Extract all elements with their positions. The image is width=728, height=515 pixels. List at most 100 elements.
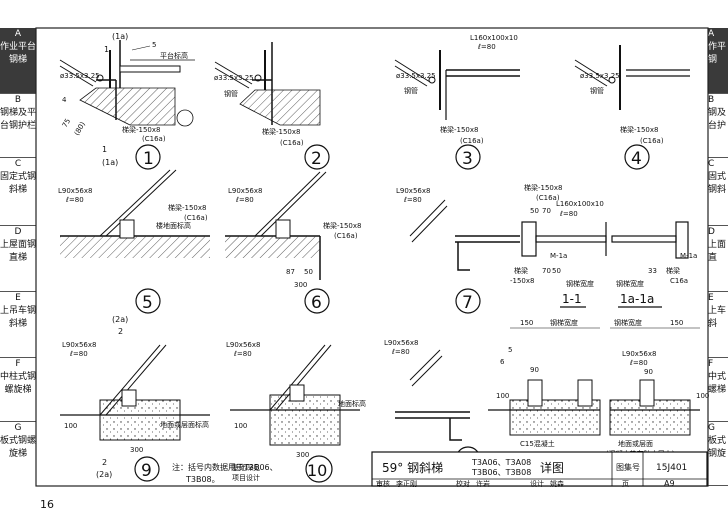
detail-7-length-label: ℓ=80 [403,196,422,204]
detail-6-dim-87: 87 [286,268,295,276]
detail-6-length-label: ℓ=80 [235,196,254,204]
detail-3-number-circle [455,144,481,170]
section-1-1: L160x100x10 ℓ=80 50 70 M-1a 梯梁 -150x8 70… [510,200,607,308]
section-1-1-beam: 梯梁 [514,266,528,275]
detail-7-number-circle [455,288,481,314]
title-block: 59° 钢斜梯 T3A06、T3A08 T3B06、T3B08 详图 图集号 1… [371,451,708,488]
detail-3-length-label: ℓ=80 [477,43,496,51]
right-tab-c[interactable]: C 固式钢斜 [708,158,728,226]
detail-1-beam-label: 梯梁-150x8 [122,125,160,134]
right-tab-code: D [708,227,715,237]
right-tab-code: C [708,159,715,169]
detail-9-ref-bottom: (2a) [96,470,112,479]
detail-1-weld-4: 4 [62,96,67,104]
detail-1-index-symbol [176,109,194,127]
detail-4-number-circle [624,144,650,170]
checker-name: 许岩 [476,479,490,488]
detail-1: 平台标高 ø33.5x3.25 (1a) 1 5 4 75 (80) 梯梁-15… [59,32,195,170]
right-tab-d[interactable]: D 上面直 [708,226,728,292]
detail-7-angle-label: L90x56x8 [396,187,430,195]
right-tab-code: A [708,29,715,39]
detail-8: L90x56x8 ℓ=80 8 [384,339,481,472]
note-line-2: T3B08。 [185,475,220,484]
tab-label: 固定式钢斜梯 [0,172,37,195]
right-tab-label: 作平钢 [708,42,727,65]
right-tab-a[interactable]: A 作平钢 [708,28,728,94]
detail-6-number-circle [304,288,330,314]
detail-10-length-label: ℓ=80 [233,350,252,358]
detail-5-beam-label: 梯梁-150x8 [168,203,206,212]
tab-label: 作业平台钢梯 [0,42,37,65]
atlas-label: 图集号 [616,462,640,472]
section-1-1-dim-50a: 50 [530,207,539,215]
tab-label: 钢梯及平台钢护栏 [0,108,37,131]
detail-6: L90x56x8 ℓ=80 梯梁-150x8 (C16a) 87 50 300 … [225,171,361,314]
detail-3-angle-label: L160x100x10 [470,34,518,42]
detail-9-number-circle [134,456,160,482]
right-tab-code: F [708,359,714,369]
section-1-1-title: 1-1 [562,292,582,306]
section-1-1-width: 钢梯宽度 [566,279,594,288]
detail-2-pipe-label: ø33.5x3.25 [214,74,254,82]
right-tab-label: 固式钢斜 [708,172,727,195]
tab-label: 中柱式钢螺旋梯 [0,372,37,395]
page-number: 16 [40,498,54,511]
section-1-1-dim-50b: 50 [552,267,561,275]
right-tab-label: 上面直 [708,240,727,263]
tab-label: 上屋面钢直梯 [0,240,37,263]
right-tab-f[interactable]: F 中式螺梯 [708,358,728,422]
section-2-2-weld-5: 5 [508,346,512,354]
detail-5: L90x56x8 ℓ=80 梯梁-150x8 (C16a) 楼地面标高 5 [58,169,210,314]
section-2-2-weld-6: 6 [500,358,505,366]
detail-10-dim-300: 300 [296,451,309,459]
detail-4-pipe-name: 钢管 [590,86,604,95]
section-2a-floor: 地面或层面 [618,439,653,448]
right-tab-label: 板式钢旋 [708,436,727,459]
detail-1-pipe-label: ø33.5x3.25 [60,72,100,80]
section-2a-2a: 钢梯宽度 150 L90x56x8 ℓ=80 100 90 地面或层面 (混凝土… [606,318,709,475]
detail-9: L90x56x8 ℓ=80 (2a) 2 地面或层面标高 100 300 2 (… [60,315,210,482]
section-1-1-length: ℓ=80 [559,210,578,218]
detail-3-pipe-label: ø33.5x3.25 [396,72,436,80]
detail-7-beam-sub: (C16a) [536,194,560,202]
detail-5-angle-label: L90x56x8 [58,187,92,195]
detail-9-ref: (2a) [112,315,128,324]
detail-10-floor-label: 地面标高 [338,399,366,408]
detail-10-number: 10 [307,461,327,480]
detail-9-dim-100: 100 [64,422,77,430]
right-tab-code: B [708,95,715,105]
title-main: 59° 钢斜梯 [382,461,443,475]
detail-10-foundation-2: 项目设计 [232,473,260,482]
detail-8-length-label: ℓ=80 [391,348,410,356]
atlas-number: 15J401 [656,463,687,473]
right-tab-label: 中式螺梯 [708,372,727,395]
detail-6-number: 6 [311,293,322,313]
detail-10-foundation: 基础深见 [232,463,260,472]
reviewer-name: 李正刚 [396,479,417,488]
detail-1-weld-5: 5 [152,41,156,49]
section-1a-m1: M-1a [680,252,697,260]
tab-code: E [15,293,21,303]
detail-10-dim-100: 100 [234,422,247,430]
title-codes-2: T3B06、T3B08 [471,468,531,477]
check-label: 校对 [456,479,470,488]
section-2-2-width: 钢梯宽度 [550,318,578,327]
section-1a-1a: M-1a 梯梁 C16a 33 钢梯宽度 1a-1a [611,221,697,308]
detail-6-beam-sub: (C16a) [334,232,358,240]
detail-3-beam-sub: (C16a) [460,137,484,145]
detail-1-number-circle [135,144,161,170]
detail-9-dim-300: 300 [130,446,143,454]
section-1a-dim-33: 33 [648,267,657,275]
